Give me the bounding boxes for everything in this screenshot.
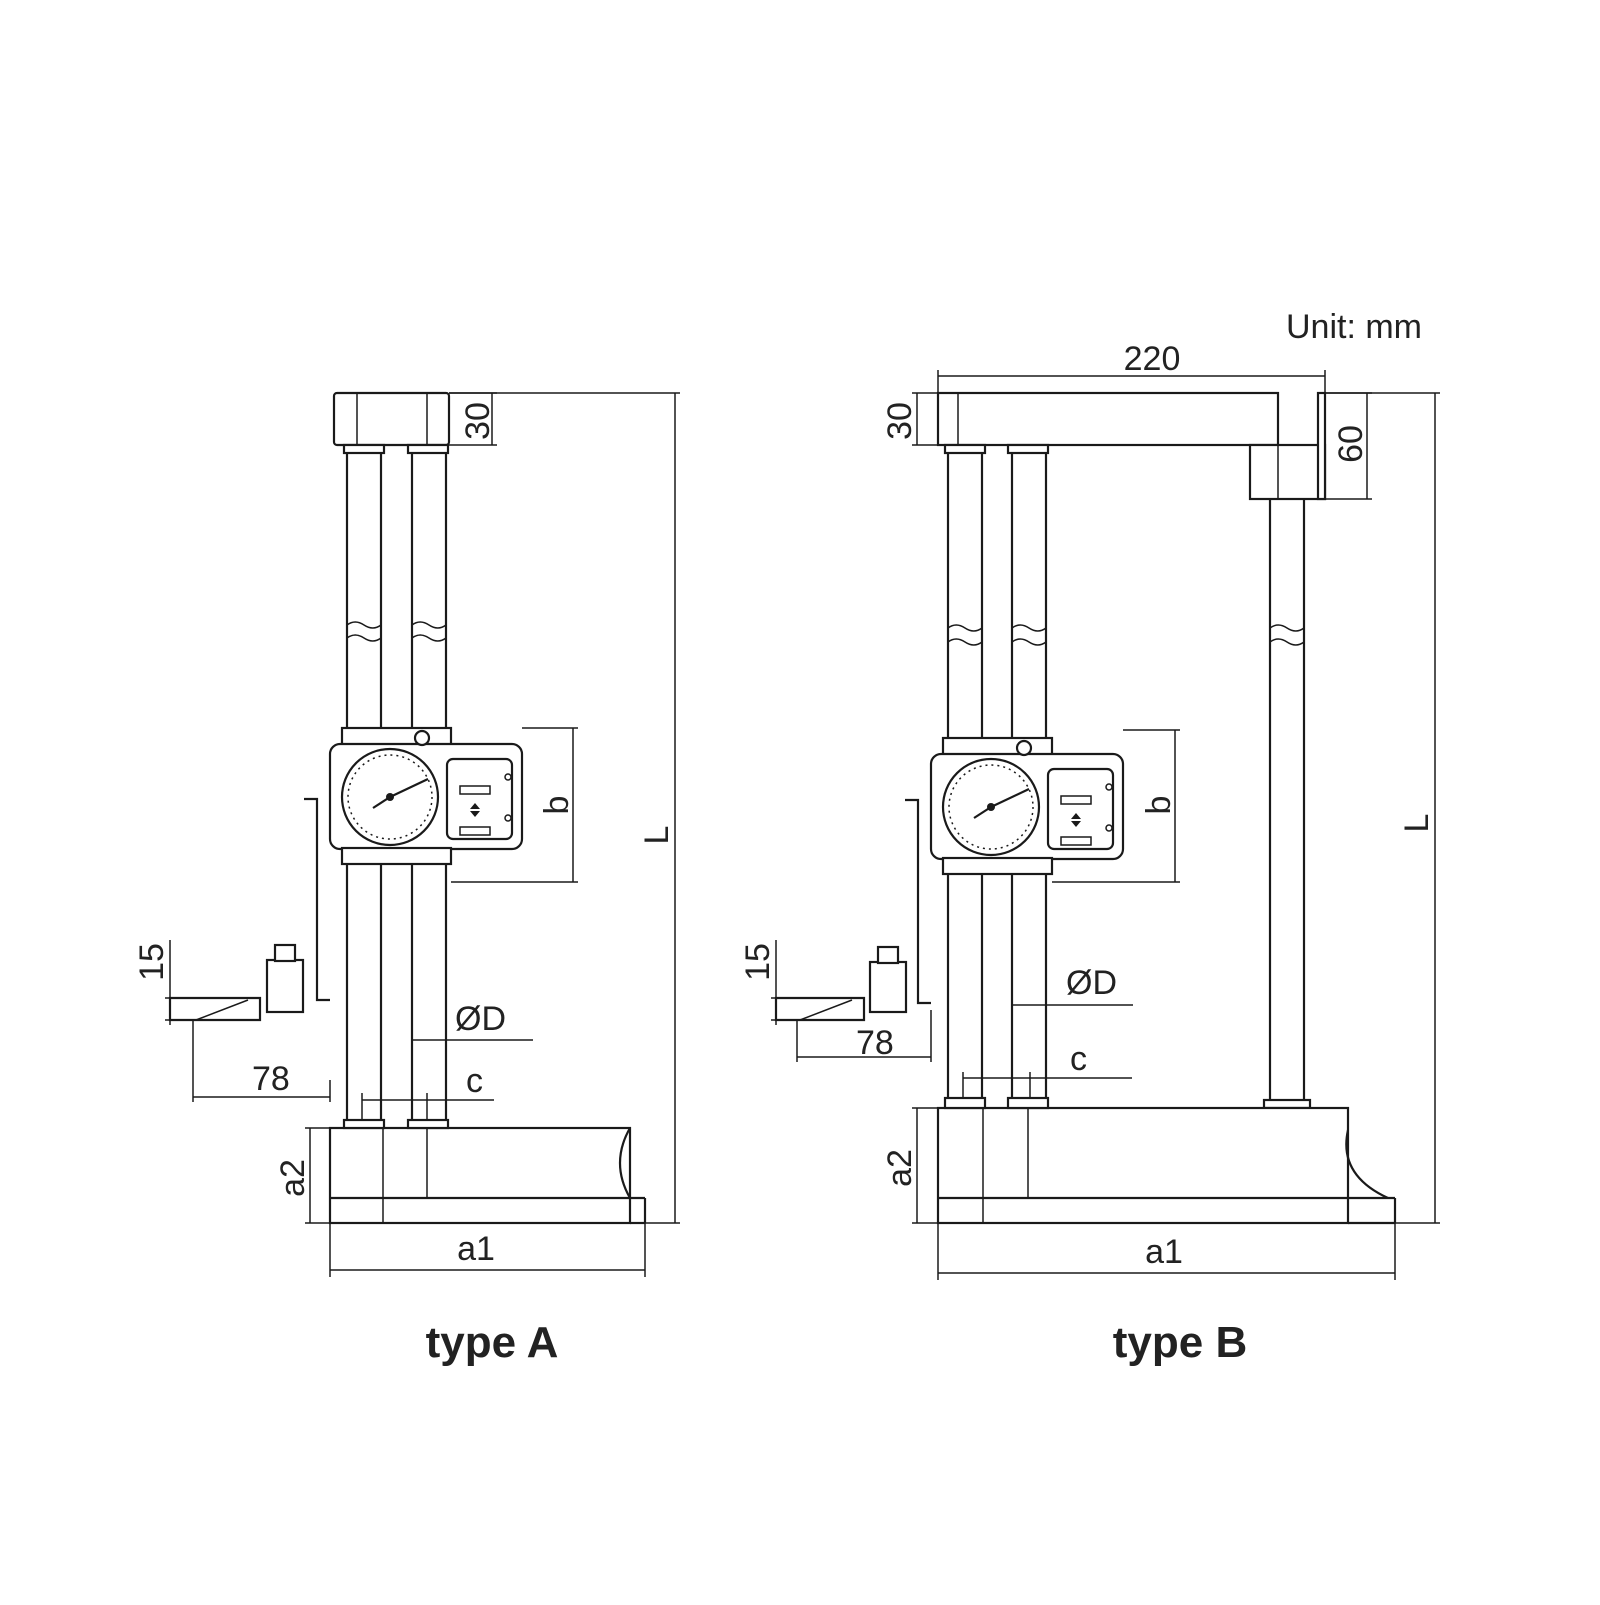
type-b-slider-bottom	[941, 856, 1054, 876]
type-b-back-column	[1262, 499, 1312, 1110]
type-a-dim-diameter: ØD	[455, 1000, 506, 1038]
type-b-column-right	[1010, 453, 1048, 1098]
type-b-dim-a1: a1	[1145, 1233, 1183, 1271]
type-a-dimensions: 30 L b 15 ØD c	[133, 392, 680, 1277]
type-a-base	[328, 1118, 647, 1225]
type-b-dim-b: b	[1140, 796, 1178, 815]
type-a-dim-scriber-thickness: 15	[133, 943, 171, 981]
type-b-dim-top-height: 30	[881, 402, 919, 440]
type-a-scriber	[168, 797, 330, 1022]
type-a-dim-reach: 78	[252, 1060, 290, 1098]
type-a-counter-window	[445, 757, 514, 841]
type-b-dim-reach: 78	[856, 1024, 894, 1062]
type-b-base	[936, 1096, 1397, 1225]
type-a-dim-b: b	[538, 796, 576, 815]
type-a-dim-L: L	[638, 826, 676, 845]
unit-label: Unit: mm	[1286, 308, 1422, 346]
type-a-top-cap	[332, 391, 451, 447]
type-a-collar-right	[406, 443, 450, 455]
type-b-title: type B	[1113, 1318, 1247, 1367]
type-a-slider-bottom	[340, 846, 453, 866]
type-b-arm-block	[1248, 443, 1327, 501]
type-b-gauge: 220 30 60 L b 15	[739, 340, 1440, 1367]
type-b-dim-width: 220	[1124, 340, 1181, 378]
type-b-dimensions: 220 30 60 L b 15	[739, 340, 1440, 1280]
type-a-gauge: 30 L b 15 ØD c	[133, 391, 680, 1367]
type-b-dim-scriber-thickness: 15	[739, 943, 777, 981]
type-a-column-right	[410, 453, 448, 1120]
type-b-dim-diameter: ØD	[1066, 964, 1117, 1002]
type-b-scriber	[774, 798, 931, 1022]
type-a-dim-a2: a2	[274, 1159, 312, 1197]
type-a-scriber-clamp	[265, 958, 305, 1014]
type-a-base-plate	[328, 1126, 632, 1225]
type-b-dim-L: L	[1398, 814, 1436, 833]
type-b-dim-c: c	[1070, 1040, 1087, 1078]
type-a-break-left	[346, 621, 382, 642]
type-a-collar-left	[342, 443, 386, 455]
type-a-title: type A	[426, 1318, 559, 1367]
type-b-scriber-clamp	[868, 960, 908, 1014]
type-b-dim-arm-height: 60	[1332, 425, 1370, 463]
type-b-top-bridge	[936, 391, 1280, 447]
type-a-dim-c: c	[466, 1062, 483, 1100]
type-a-column-left	[345, 453, 383, 1120]
type-b-clamp-screw-icon	[876, 945, 900, 965]
type-a-dim-top-height: 30	[459, 402, 497, 440]
type-b-counter-window	[1046, 767, 1115, 851]
type-b-lock-screw-icon	[1015, 739, 1033, 757]
type-a-dim-a1: a1	[457, 1230, 495, 1268]
type-a-lock-screw-icon	[413, 729, 431, 747]
type-b-base-plate	[936, 1106, 1350, 1225]
type-b-dial-icon	[941, 757, 1041, 857]
type-a-dial-icon	[340, 747, 440, 847]
type-a-clamp-screw-icon	[273, 943, 297, 963]
type-b-column-left	[946, 453, 984, 1098]
type-a-break-right	[411, 621, 447, 642]
type-b-dim-a2: a2	[881, 1149, 919, 1187]
